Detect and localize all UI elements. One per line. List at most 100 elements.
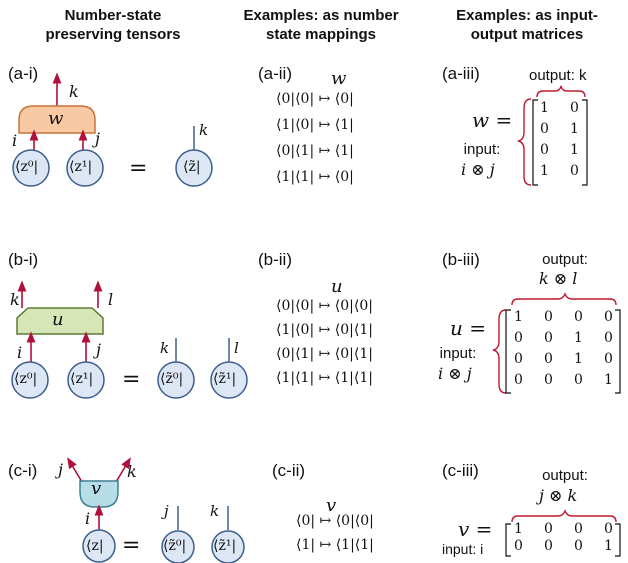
c-matrix-lhs: v =: [458, 517, 493, 541]
bracket-b-right: [615, 309, 621, 394]
a-map-1: ⟨1|⟨0| ↦ ⟨1|: [276, 117, 354, 133]
panel-b-diagram: [11, 280, 248, 399]
matrix-entry: 1: [574, 351, 583, 367]
c-result-index-right: k: [210, 502, 220, 520]
c-map-1: ⟨1| ↦ ⟨1|⟨1|: [296, 537, 374, 553]
matrix-entry: 0: [514, 330, 523, 346]
a-map-3: ⟨1|⟨1| ↦ ⟨0|: [276, 169, 354, 185]
label-a-i: (a-i): [8, 64, 39, 83]
bra-c-result-right: [211, 530, 245, 563]
b-map-2: ⟨0|⟨1| ↦ ⟨0|⟨1|: [276, 346, 373, 362]
matrix-entry: 0: [604, 521, 613, 537]
matrix-decorations: [492, 85, 621, 557]
c-in-index: i: [85, 509, 91, 528]
c-result-bra-left-text: ⟨z̃⁰|: [163, 538, 187, 554]
header-col1-line1: Number-state: [64, 7, 162, 24]
matrix-entry: 0: [604, 309, 613, 325]
b-result-index-right: l: [234, 339, 239, 357]
b-output-expr: k ⊗ l: [539, 269, 578, 288]
a-out-index: k: [69, 82, 79, 101]
b-input-label: input:: [439, 345, 477, 362]
c-result-bra-right-text: ⟨z̃¹|: [213, 538, 237, 554]
arrow-c-out-j: [67, 457, 83, 483]
bra-b-left: [11, 361, 49, 399]
matrix-entry: 1: [604, 538, 613, 554]
b-output-label: output:: [542, 251, 588, 268]
label-b-i: (b-i): [8, 250, 39, 269]
b-in-left: i: [17, 343, 23, 362]
a-output-label: output: k: [529, 67, 587, 84]
c-tensor-symbol: v: [91, 478, 102, 499]
a-equals: =: [129, 156, 148, 181]
bracket-a-right: [582, 99, 588, 186]
label-b-iii: (b-iii): [442, 250, 480, 269]
b-bra-right-text: ⟨z¹|: [70, 371, 94, 387]
a-bra-right-text: ⟨z¹|: [69, 159, 93, 175]
bra-a-right: [66, 149, 104, 187]
b-result-index-left: k: [160, 339, 170, 357]
matrix-entry: 0: [514, 538, 523, 554]
header-col1-line2: preserving tensors: [45, 26, 181, 43]
header-col1: Number-state preserving tensors: [28, 6, 198, 44]
matrix-entry: 1: [570, 142, 579, 158]
bra-c-result-left: [161, 530, 195, 563]
b-tensor-symbol: u: [52, 309, 64, 330]
matrix-entry: 0: [604, 330, 613, 346]
bra-a-result: [175, 149, 213, 187]
header-col3-line1: Examples: as input-: [456, 7, 598, 24]
matrix-entry: 0: [604, 351, 613, 367]
matrix-entry: 0: [544, 372, 553, 388]
c-bra-in-text: ⟨z|: [86, 538, 104, 554]
label-a-ii: (a-ii): [258, 64, 292, 83]
brace-b-input: [492, 309, 507, 394]
matrix-entry: 0: [514, 372, 523, 388]
arrow-c-out-k: [115, 457, 131, 483]
bracket-c-left: [505, 523, 511, 557]
a-input-expr: i ⊗ j: [461, 160, 495, 179]
matrix-entry: 0: [514, 351, 523, 367]
c-output-expr: j ⊗ k: [539, 486, 578, 505]
bracket-a-left: [532, 99, 538, 186]
b-map-1: ⟨1|⟨0| ↦ ⟨0|⟨1|: [276, 322, 373, 338]
bracket-c-right: [615, 523, 621, 557]
header-col2: Examples: as number state mappings: [226, 6, 416, 44]
a-tensor-symbol: w: [48, 108, 64, 129]
panel-a-diagram: [12, 72, 213, 187]
bra-a-left: [12, 149, 50, 187]
matrix-entry: 1: [570, 121, 579, 137]
matrix-entry: 1: [574, 330, 583, 346]
matrix-entry: 0: [540, 121, 549, 137]
label-a-iii: (a-iii): [442, 64, 480, 83]
a-result-index: k: [199, 121, 209, 139]
b-matrix-lhs: u =: [450, 316, 486, 340]
c-map-0: ⟨0| ↦ ⟨0|⟨0|: [296, 513, 374, 529]
b-equals: =: [122, 367, 141, 392]
matrix-entry: 1: [540, 100, 549, 116]
label-b-ii: (b-ii): [258, 250, 292, 269]
panel-c-diagram: [67, 457, 245, 563]
header-col3: Examples: as input- output matrices: [432, 6, 622, 44]
a-in-index-right: j: [95, 129, 100, 148]
bra-b-result-left: [157, 361, 195, 399]
a-result-bra-text: ⟨z̃|: [183, 159, 201, 175]
c-map-symbol: v: [326, 495, 337, 516]
brace-a-output: [536, 85, 586, 98]
matrix-entry: 1: [540, 163, 549, 179]
matrix-entry: 0: [544, 521, 553, 537]
tensor-w-shape: [18, 105, 96, 134]
c-output-label: output:: [542, 467, 588, 484]
label-c-iii: (c-iii): [442, 461, 479, 480]
a-map-symbol: w: [331, 68, 347, 89]
b-result-bra-left-text: ⟨z̃⁰|: [160, 371, 184, 387]
brace-a-input: [517, 98, 532, 186]
label-c-ii: (c-ii): [272, 461, 306, 480]
matrix-entry: 0: [570, 163, 579, 179]
bra-b-result-right: [210, 361, 248, 399]
matrix-entry: 0: [574, 538, 583, 554]
b-in-right: j: [96, 340, 101, 359]
b-out-left: k: [10, 290, 20, 309]
a-input-label: input:: [463, 141, 501, 158]
b-map-symbol: u: [331, 276, 343, 297]
